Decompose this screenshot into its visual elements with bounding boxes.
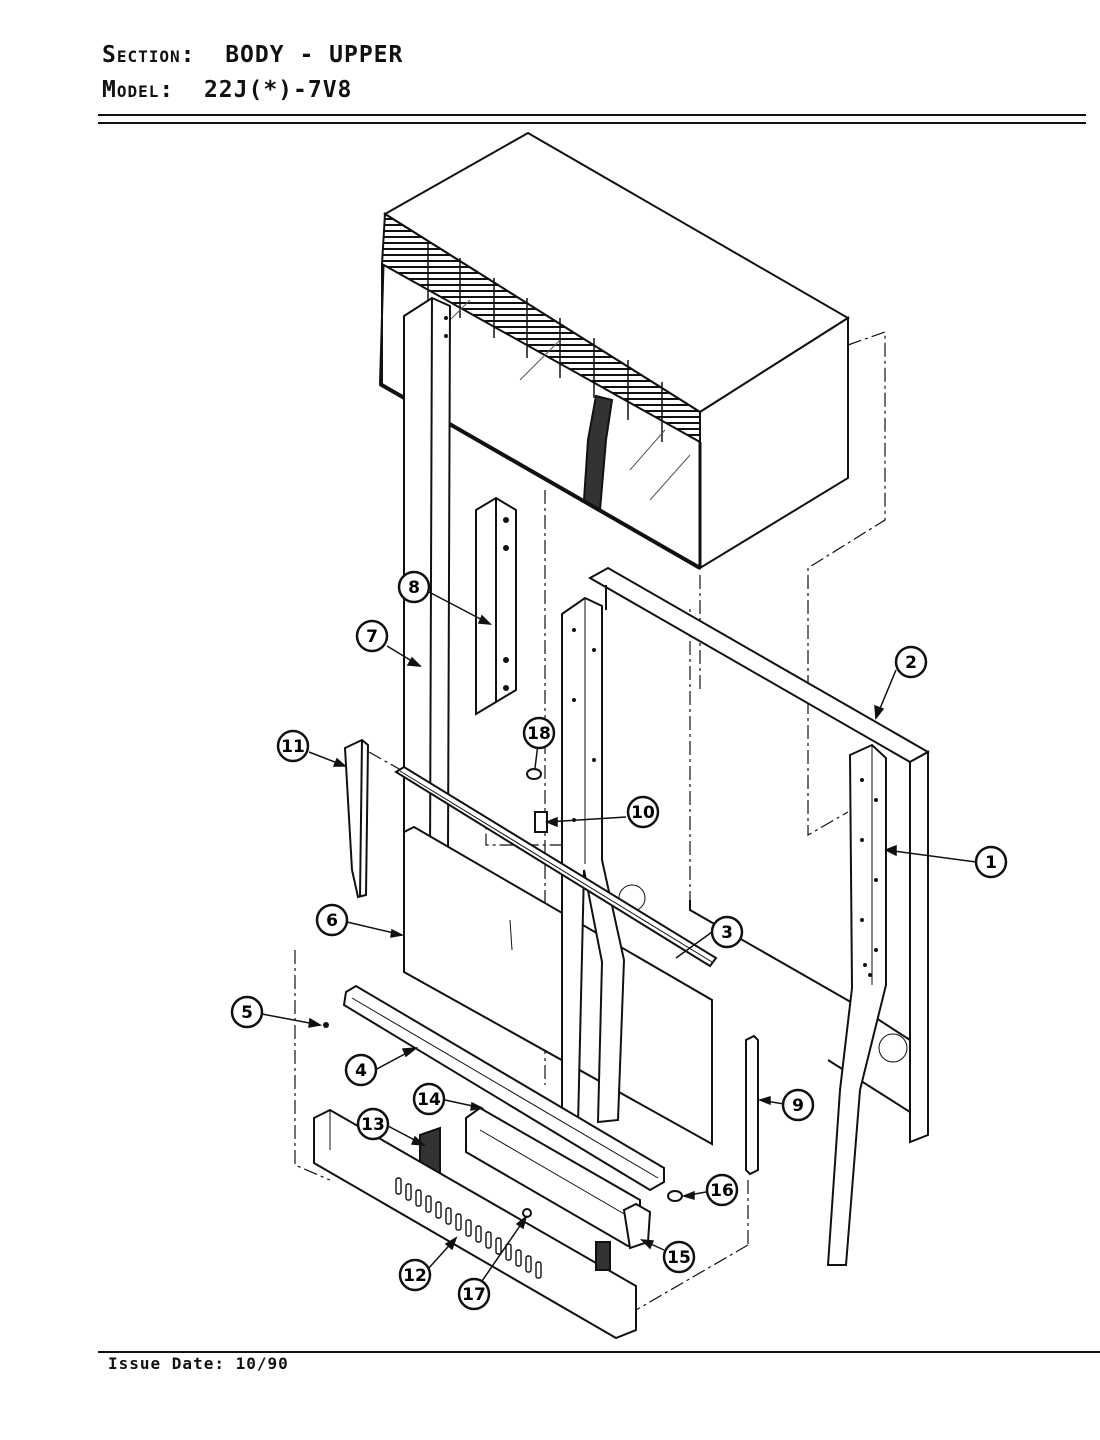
svg-text:16: 16 <box>710 1181 734 1201</box>
callout-17: 17 <box>457 1277 491 1311</box>
callout-18: 18 <box>522 716 556 750</box>
model-header: Model: 22J(*)-7V8 <box>102 77 352 103</box>
callouts: 1 2 3 4 5 6 7 8 9 10 11 12 13 14 15 16 1… <box>230 570 1008 1311</box>
part-12-front-panel <box>313 1108 637 1340</box>
svg-text:17: 17 <box>462 1285 486 1305</box>
callout-6: 6 <box>315 903 349 937</box>
callout-4: 4 <box>344 1053 378 1087</box>
svg-text:2: 2 <box>905 653 917 673</box>
callout-3: 3 <box>710 915 744 949</box>
svg-text:5: 5 <box>241 1003 253 1023</box>
part-16-plug <box>667 1190 683 1202</box>
part-3-strip <box>394 765 718 968</box>
callout-2: 2 <box>894 645 928 679</box>
ac-unit <box>378 131 850 570</box>
part-18-plug <box>526 768 542 780</box>
part-4-rail <box>342 984 665 1192</box>
svg-text:6: 6 <box>326 911 338 931</box>
issue-date: Issue Date: 10/90 <box>108 1354 289 1373</box>
svg-text:9: 9 <box>792 1096 804 1116</box>
callout-14: 14 <box>412 1082 446 1116</box>
model-label: Model: <box>102 77 175 103</box>
callout-1: 1 <box>974 845 1008 879</box>
part-1-rail <box>826 743 887 1266</box>
part-6-panel <box>403 825 713 1146</box>
model-value: 22J(*)-7V8 <box>203 77 353 103</box>
callout-11: 11 <box>276 729 310 763</box>
section-value: BODY - UPPER <box>225 42 404 68</box>
callout-7: 7 <box>355 619 389 653</box>
callout-13: 13 <box>356 1107 390 1141</box>
svg-text:4: 4 <box>355 1061 367 1081</box>
part-5-screw <box>323 1022 329 1028</box>
svg-text:15: 15 <box>667 1248 691 1268</box>
callout-15: 15 <box>662 1240 696 1274</box>
svg-text:3: 3 <box>721 923 733 943</box>
callout-8: 8 <box>397 570 431 604</box>
part-9-strip <box>745 1034 759 1176</box>
callout-10: 10 <box>626 795 660 829</box>
svg-text:11: 11 <box>281 737 305 757</box>
callout-16: 16 <box>705 1173 739 1207</box>
callout-12: 12 <box>398 1258 432 1292</box>
part-8-bracket <box>475 496 517 716</box>
section-header: Section: BODY - UPPER <box>102 42 403 68</box>
svg-text:12: 12 <box>403 1266 427 1286</box>
callout-5: 5 <box>230 995 264 1029</box>
callout-9: 9 <box>781 1088 815 1122</box>
part-10-clip <box>368 751 570 846</box>
part-15-bracket <box>622 1202 652 1250</box>
part-11-strip <box>343 738 370 899</box>
header-rule-bottom <box>98 122 1086 124</box>
svg-text:18: 18 <box>527 724 551 744</box>
section-label: Section: <box>102 42 196 68</box>
svg-text:13: 13 <box>361 1115 385 1135</box>
part-2-panel <box>587 566 931 1144</box>
svg-text:1: 1 <box>985 853 997 873</box>
svg-text:14: 14 <box>417 1090 441 1110</box>
svg-text:8: 8 <box>408 578 420 598</box>
svg-text:10: 10 <box>631 803 655 823</box>
header-rule-top <box>98 114 1086 116</box>
footer-rule <box>98 1351 1100 1353</box>
leader-lines <box>261 591 977 1285</box>
svg-text:7: 7 <box>366 627 378 647</box>
